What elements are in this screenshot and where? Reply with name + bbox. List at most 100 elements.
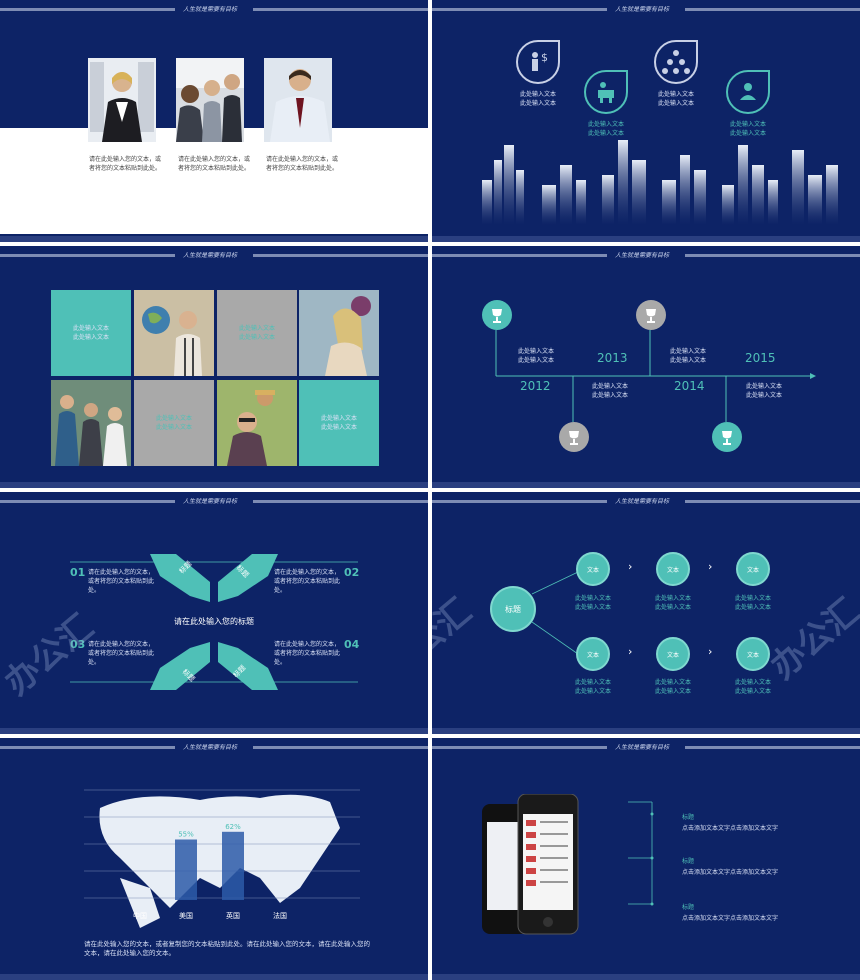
flow-node: 文本	[576, 552, 610, 586]
node-caption: 此处输入文本 此处输入文本	[654, 679, 691, 695]
header-bar-left	[0, 500, 175, 503]
header-bar-left	[432, 254, 607, 257]
group-icon	[654, 40, 698, 84]
svg-text:$: $	[541, 51, 548, 64]
slide-3[interactable]: 人生就是需要有目标 此处输入文本 此处输入文本 此处输入文本 此处输入文本 此处…	[0, 246, 428, 488]
timeline-text-3: 此处输入文本 此处输入文本	[670, 348, 707, 364]
item-title-1: 标题	[682, 814, 695, 821]
arrows-diagram: 标题 标题 标题 标题	[70, 554, 358, 690]
slide-8[interactable]: 人生就是需要有目标 标题 点击添加文本文字点击添加文本文字 标题 点击添加文本文…	[432, 738, 860, 980]
globe-man-photo	[134, 290, 214, 376]
footer-bar	[432, 728, 860, 734]
node-caption: 此处输入文本 此处输入文本	[574, 595, 611, 611]
year-2013: 2013	[597, 351, 628, 365]
footer-bar	[0, 728, 428, 734]
num-04: 04	[344, 638, 360, 651]
bar-美国	[175, 839, 197, 900]
header-bar-left	[0, 8, 175, 11]
flow-lines	[531, 571, 579, 655]
header-bar-left	[0, 746, 175, 749]
item-text-3: 此处输入文本 此处输入文本	[657, 91, 694, 107]
chevron-right-icon: ›	[628, 645, 633, 658]
footer-bar	[0, 236, 428, 242]
trophy-icon	[482, 300, 512, 330]
slide-4[interactable]: 人生就是需要有目标 2012 2013 2014 2015 此处输入文本 此处输…	[432, 246, 860, 488]
trophy-icon	[559, 422, 589, 452]
header-bar-left	[432, 746, 607, 749]
white-band	[0, 128, 428, 234]
bar-chart: 中国美国55%英国62%法国	[84, 789, 360, 928]
slide-1[interactable]: 人生就是需要有目标 请在此处输入您的文本，或者将您的文本粘贴到此处。 请在此处输…	[0, 0, 428, 242]
header-bar-left	[432, 8, 607, 11]
header-title: 人生就是需要有目标	[183, 252, 238, 259]
bracket-lines	[628, 801, 654, 906]
data-label: 62%	[225, 823, 241, 831]
slide-6[interactable]: 人生就是需要有目标 标题 文本 文本 文本 文本 文本 文本 › › › › 此…	[432, 492, 860, 734]
text-04: 请在此处输入您的文本，或者将您的文本粘贴到此处。	[274, 641, 341, 666]
header-bar-right	[253, 8, 428, 11]
meeting-photo	[176, 58, 244, 142]
bar-英国	[222, 831, 244, 900]
year-2015: 2015	[745, 351, 776, 365]
footer-bar	[432, 482, 860, 488]
text-01: 请在此处输入您的文本，或者将您的文本粘贴到此处。	[88, 569, 155, 594]
gray-tile-2: 此处输入文本 此处输入文本	[134, 380, 214, 466]
item-text-1: 点击添加文本文字点击添加文本文字	[682, 825, 779, 832]
user-icon	[726, 70, 770, 114]
item-text-1: 此处输入文本 此处输入文本	[519, 91, 556, 107]
timeline-lines	[495, 330, 816, 422]
smartphones-image	[482, 794, 579, 935]
node-caption: 此处输入文本 此处输入文本	[734, 595, 771, 611]
header-bar-left	[0, 254, 175, 257]
slide-5[interactable]: 人生就是需要有目标 标题 标题 标题 标题 请在此处输入您的标题 01 请在此处…	[0, 492, 428, 734]
slide-2[interactable]: 人生就是需要有目标 $ 此处输入文本 此处输入文本 此处输入文本 此处输入文本 …	[432, 0, 860, 242]
flow-node: 文本	[576, 637, 610, 671]
caption-1: 请在此处输入您的文本，或者将您的文本粘贴到此处。	[89, 156, 162, 172]
flow-node: 文本	[736, 637, 770, 671]
teal-tile-1: 此处输入文本 此处输入文本	[51, 290, 131, 376]
header-title: 人生就是需要有目标	[183, 6, 238, 13]
business-woman-photo	[88, 58, 156, 142]
node-caption: 此处输入文本 此处输入文本	[574, 679, 611, 695]
item-title-2: 标题	[682, 858, 695, 865]
timeline-text-1: 此处输入文本 此处输入文本	[518, 348, 555, 364]
caption-3: 请在此处输入您的文本，或者将您的文本粘贴到此处。	[266, 156, 339, 172]
tick-label: 美国	[179, 911, 193, 920]
chevron-right-icon: ›	[708, 560, 713, 573]
header-bar-left	[432, 500, 607, 503]
num-03: 03	[70, 638, 86, 651]
chevron-right-icon: ›	[708, 645, 713, 658]
header-bar-right	[685, 254, 860, 257]
main-node: 标题	[490, 586, 536, 632]
flow-node: 文本	[656, 552, 690, 586]
item-title-3: 标题	[682, 904, 695, 911]
year-2014: 2014	[674, 379, 705, 393]
flow-node: 文本	[736, 552, 770, 586]
item-text-4: 此处输入文本 此处输入文本	[729, 121, 766, 137]
center-title: 请在此处输入您的标题	[174, 617, 254, 626]
header-title: 人生就是需要有目标	[615, 744, 670, 751]
footer-bar	[0, 482, 428, 488]
family-photo	[217, 380, 297, 466]
header-bar-right	[253, 254, 428, 257]
node-caption: 此处输入文本 此处输入文本	[734, 679, 771, 695]
header-title: 人生就是需要有目标	[615, 498, 670, 505]
tick-label: 英国	[226, 911, 240, 920]
item-text-3: 点击添加文本文字点击添加文本文字	[682, 915, 779, 922]
header-bar-right	[253, 746, 428, 749]
item-text-2: 点击添加文本文字点击添加文本文字	[682, 869, 779, 876]
header-bar-right	[253, 500, 428, 503]
woman-flowers-photo	[299, 290, 379, 376]
footer-bar	[432, 974, 860, 980]
city-skyline	[482, 140, 838, 225]
flow-node: 文本	[656, 637, 690, 671]
students-photo	[51, 380, 131, 466]
header-bar-right	[685, 746, 860, 749]
chevron-right-icon: ›	[628, 560, 633, 573]
header-title: 人生就是需要有目标	[615, 6, 670, 13]
item-text-2: 此处输入文本 此处输入文本	[587, 121, 624, 137]
gray-tile-1: 此处输入文本 此处输入文本	[217, 290, 297, 376]
teal-tile-2: 此处输入文本 此处输入文本	[299, 380, 379, 466]
trophy-icon	[712, 422, 742, 452]
